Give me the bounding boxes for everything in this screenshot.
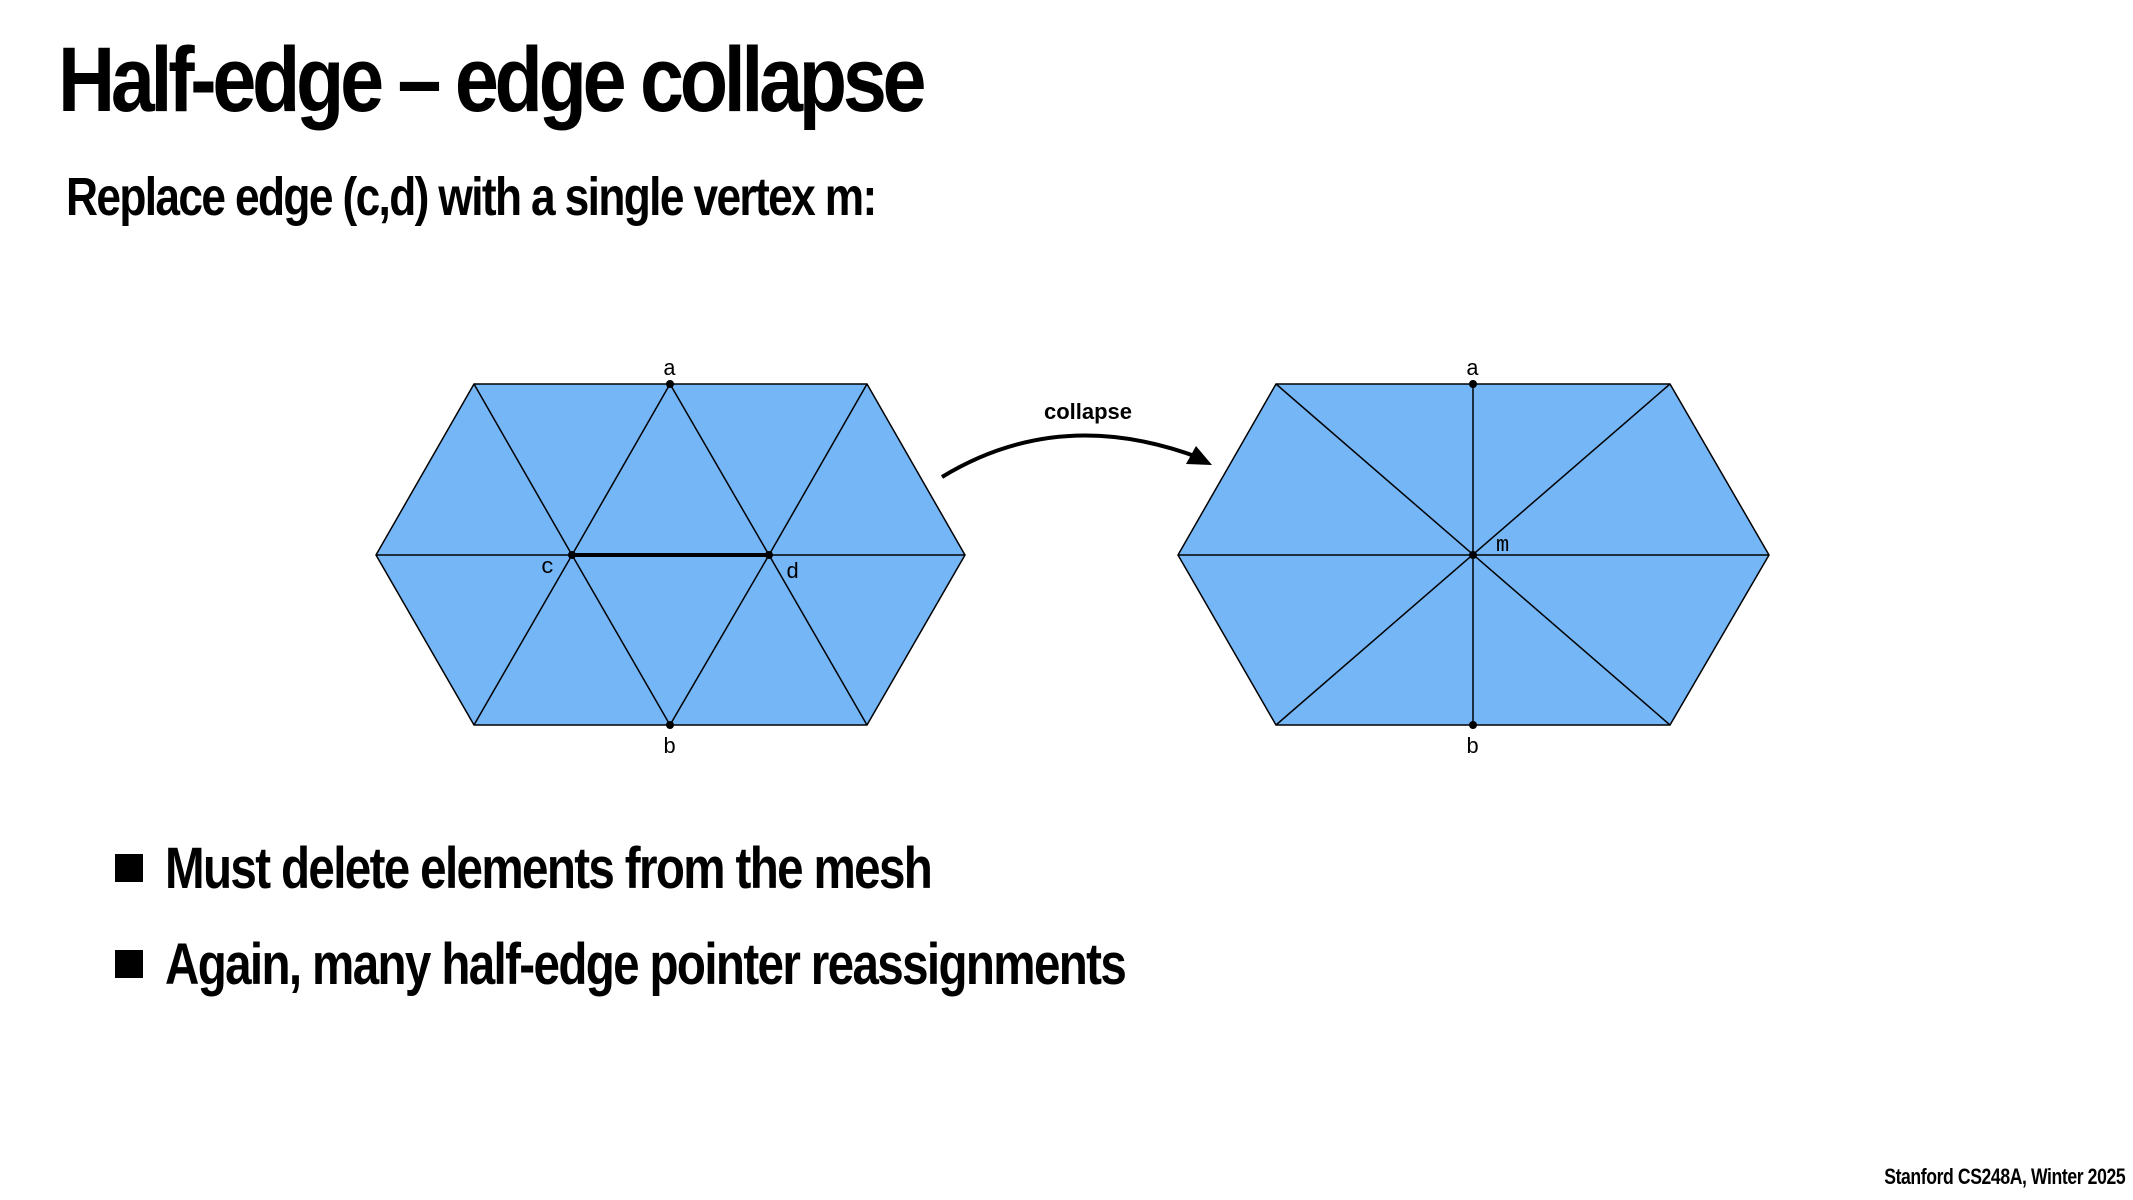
mesh-before-edge — [473, 554, 573, 726]
mesh-before-edge — [669, 554, 770, 726]
vertex-b-label: b — [663, 735, 676, 760]
vertex-b-dot — [1469, 721, 1477, 729]
mesh-before-edge — [768, 383, 868, 556]
vertex-m-label: m — [1496, 533, 1509, 558]
bullet-square-icon — [115, 854, 143, 882]
slide-subtitle: Replace edge (c,d) with a single vertex … — [66, 167, 877, 227]
mesh-before: a b c d — [375, 357, 966, 760]
bullet-list: Must delete elements from the mesh Again… — [115, 820, 1336, 1012]
bullet-item: Again, many half-edge pointer reassignme… — [115, 916, 1336, 1012]
mesh-before-edge — [768, 554, 868, 726]
bullet-text: Must delete elements from the mesh — [165, 835, 933, 901]
vertex-a-dot — [666, 380, 674, 388]
mesh-before-edges — [376, 383, 965, 726]
mesh-after: a b m — [1177, 357, 1770, 760]
mesh-before-edge — [669, 383, 770, 556]
mesh-before-edge — [571, 383, 671, 556]
vertex-d-dot — [765, 551, 773, 559]
bullet-square-icon — [115, 950, 143, 978]
vertex-m-dot — [1469, 551, 1477, 559]
collapse-arrow-curve — [940, 433, 1201, 479]
vertex-c-label: c — [541, 555, 554, 580]
vertex-a-label: a — [1466, 357, 1479, 382]
arrowhead-icon — [1186, 446, 1212, 465]
vertex-a-label: a — [663, 357, 676, 382]
mesh-before-edge — [473, 383, 573, 556]
bullet-item: Must delete elements from the mesh — [115, 820, 1336, 916]
vertex-b-label: b — [1466, 735, 1479, 760]
bullet-text: Again, many half-edge pointer reassignme… — [165, 931, 1127, 997]
vertex-d-label: d — [786, 560, 799, 585]
course-footer: Stanford CS248A, Winter 2025 — [1884, 1164, 2125, 1189]
vertex-b-dot — [666, 721, 674, 729]
mesh-before-edge — [571, 554, 671, 726]
vertex-a-dot — [1469, 380, 1477, 388]
vertex-c-dot — [568, 551, 576, 559]
collapse-arrow-label: collapse — [1044, 399, 1132, 424]
collapse-arrow: collapse — [940, 399, 1212, 479]
slide-title: Half-edge – edge collapse — [58, 29, 927, 131]
